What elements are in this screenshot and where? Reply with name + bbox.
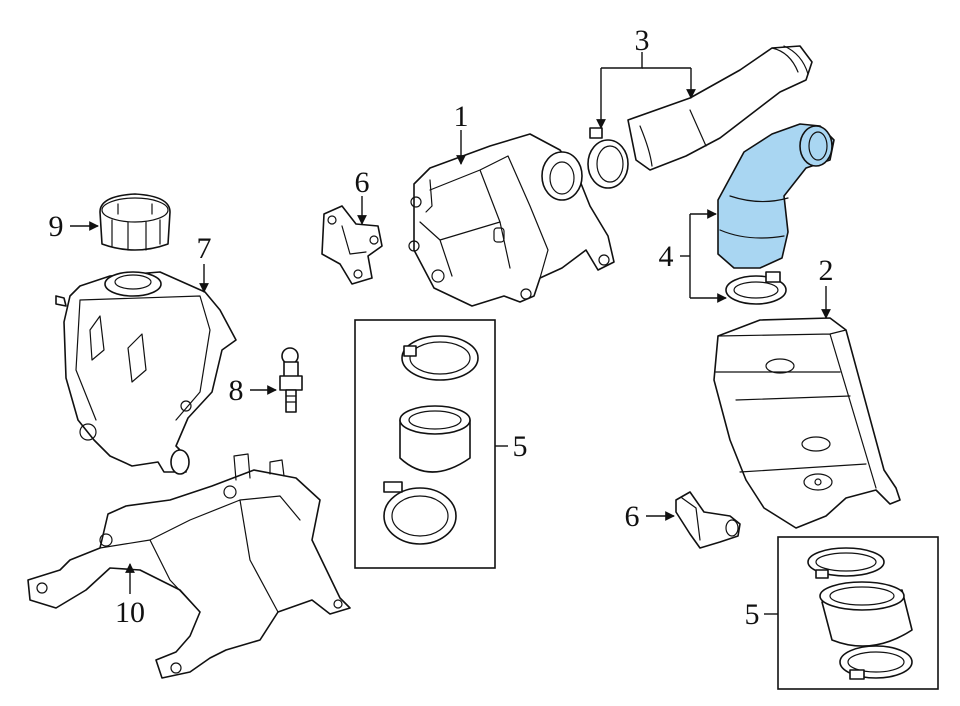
callout-6-left: 6 — [355, 166, 370, 199]
callout-6-right: 6 — [625, 500, 640, 533]
callout-5-right: 5 — [745, 598, 760, 631]
callout-10: 10 — [115, 596, 145, 629]
callout-2: 2 — [819, 254, 834, 287]
part-9-cap — [99, 193, 171, 251]
callout-3: 3 — [635, 24, 650, 57]
callout-labels: 1 2 3 4 5 5 6 6 7 8 9 10 — [49, 24, 834, 631]
kit-5-center — [354, 319, 496, 569]
part-2-intercooler — [713, 317, 901, 529]
callout-1: 1 — [454, 100, 469, 133]
callout-4: 4 — [659, 240, 674, 273]
callout-9: 9 — [49, 210, 64, 243]
part-4-pipe-highlighted — [717, 123, 835, 305]
part-3-pipe — [587, 45, 813, 189]
callout-5-center: 5 — [513, 430, 528, 463]
part-7-tank — [55, 271, 237, 475]
part-6-bracket-left — [321, 205, 383, 285]
part-1-housing — [408, 133, 615, 307]
callout-7: 7 — [197, 232, 212, 265]
callout-8: 8 — [229, 374, 244, 407]
kit-5-right — [777, 536, 939, 690]
leader-lines — [70, 52, 831, 615]
part-10-bracket — [27, 453, 351, 679]
part-6-elbow-right — [675, 491, 741, 549]
part-8-sensor — [279, 347, 303, 413]
